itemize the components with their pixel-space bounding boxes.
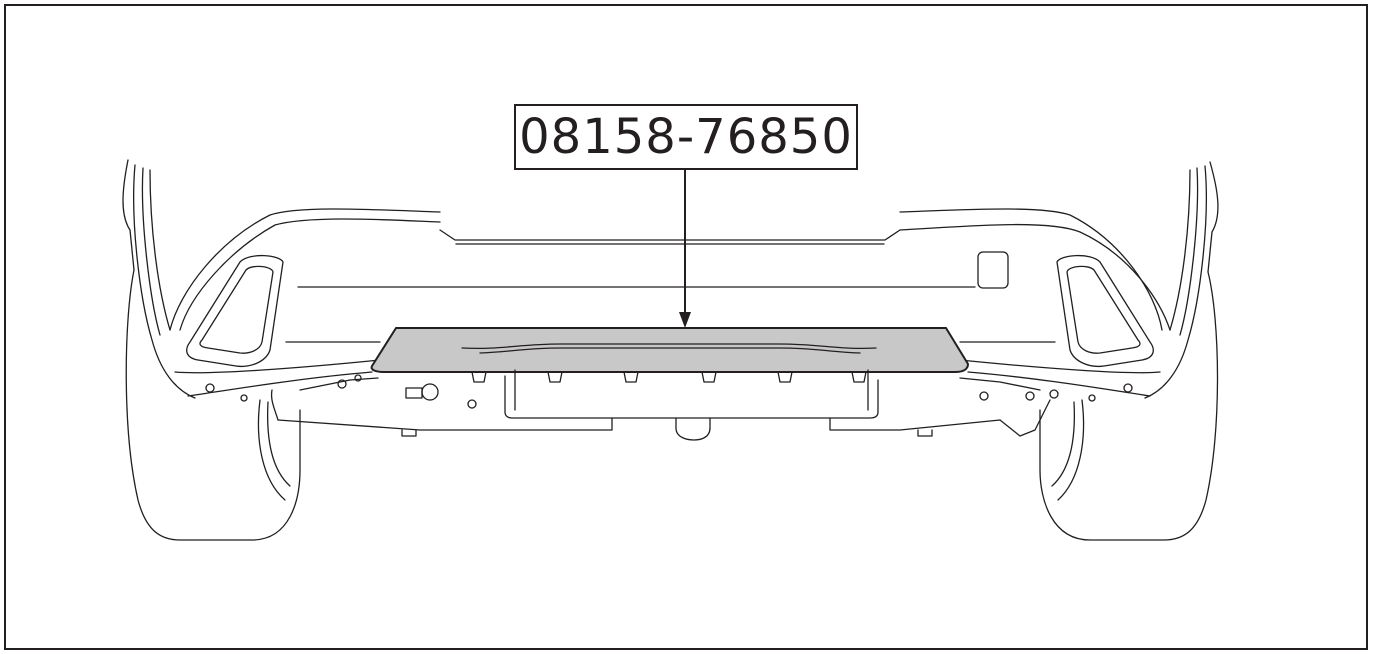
underbody <box>270 369 1051 441</box>
right-reflector <box>1056 254 1154 368</box>
left-rear-tire <box>125 269 301 541</box>
left-reflector <box>186 254 284 368</box>
part-number-label: 08158-76850 <box>519 109 853 165</box>
rear-sensor-cover <box>977 251 1009 289</box>
mounting-clips <box>205 371 1133 437</box>
leader-arrow <box>679 169 691 328</box>
right-rear-tire <box>1039 271 1219 541</box>
part-number-callout: 08158-76850 <box>514 104 858 170</box>
bumper-protector-part <box>370 327 969 373</box>
body-outline <box>122 159 1219 399</box>
